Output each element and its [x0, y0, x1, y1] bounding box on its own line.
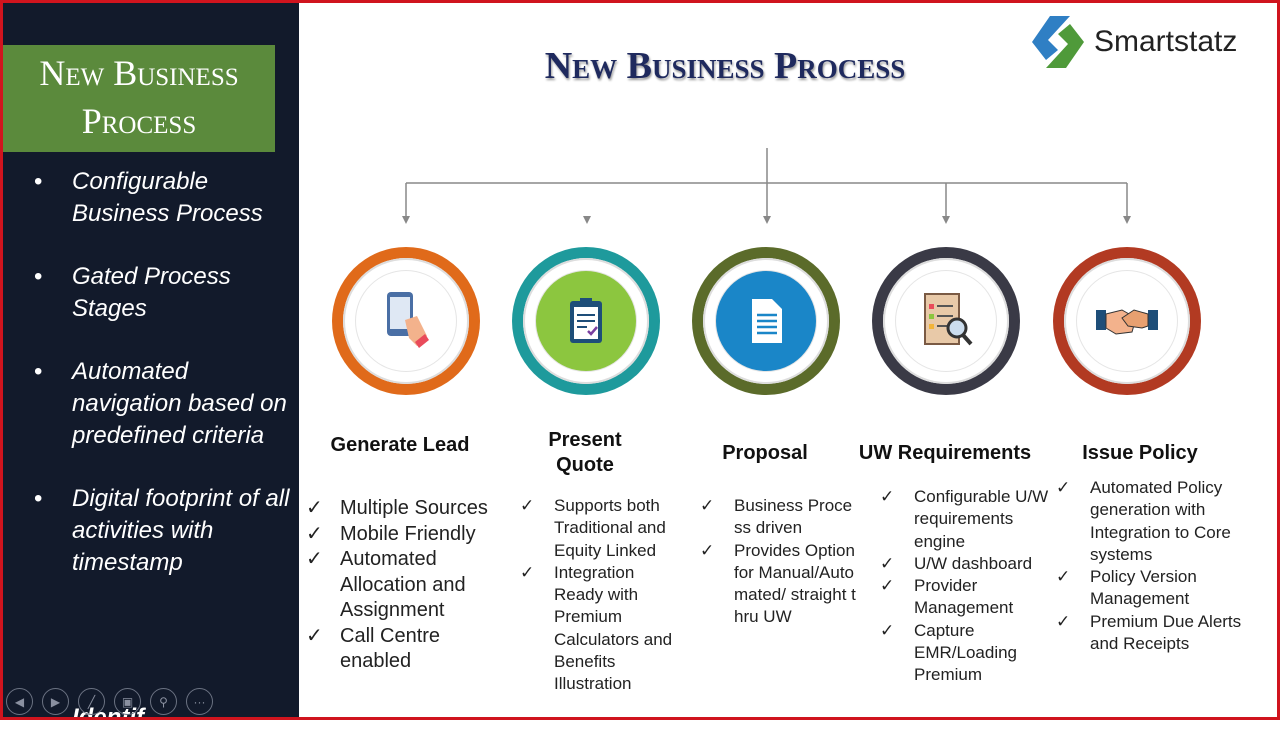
- stage-features-list: Supports both Traditional and Equity Lin…: [520, 495, 685, 696]
- stage-proposal-circle: [692, 247, 840, 395]
- stage-heading: Generate Lead: [330, 434, 470, 456]
- handshake-icon: [1096, 309, 1158, 335]
- list-item: Automated Policy generation with Integra…: [1056, 477, 1252, 566]
- document-icon: [752, 299, 782, 343]
- previous-icon[interactable]: ◀: [6, 688, 33, 715]
- list-item: Supports both Traditional and Equity Lin…: [520, 495, 685, 562]
- list-item: Integration Ready with Premium Calculato…: [520, 562, 685, 696]
- stage-features-list: Automated Policy generation with Integra…: [1056, 477, 1252, 655]
- pen-icon[interactable]: ╱: [78, 688, 105, 715]
- smartstatz-logo-icon: [1032, 16, 1084, 68]
- zoom-icon[interactable]: ⚲: [150, 688, 177, 715]
- more-icon[interactable]: ···: [186, 688, 213, 715]
- list-item: Multiple Sources: [306, 496, 496, 522]
- stage-generate-lead-circle: [332, 247, 480, 395]
- stage-uw-requirements-circle: [872, 247, 1020, 395]
- bullet: Automated navigation based on predefined…: [30, 356, 292, 452]
- slides-icon[interactable]: ▣: [114, 688, 141, 715]
- bullet: Digital footprint of all activities with…: [30, 483, 292, 579]
- stage-features-list: Business Process driven Provides Option …: [700, 495, 860, 629]
- list-item: Provides Option for Manual/Automated/ st…: [700, 540, 860, 629]
- stage-features-list: Configurable U/W requirements engine U/W…: [880, 486, 1062, 687]
- stage-issue-policy-circle: [1053, 247, 1201, 395]
- list-item: Mobile Friendly: [306, 522, 496, 548]
- stage-heading: UW Requirements: [858, 442, 1032, 464]
- clipboard-icon: [570, 298, 602, 343]
- list-item: Provider Management: [880, 575, 1062, 620]
- stage-heading: Proposal: [722, 442, 808, 464]
- stage-features-list: Multiple Sources Mobile Friendly Automat…: [306, 496, 496, 675]
- feature-bullets: Configurable Business Process Gated Proc…: [30, 166, 292, 610]
- bullet: Configurable Business Process: [30, 166, 292, 230]
- stage-heading: Present Quote: [548, 429, 622, 476]
- list-item: Configurable U/W requirements engine: [880, 486, 1062, 553]
- slideshow-controls: ◀ ▶ ╱ ▣ ⚲ ···: [6, 688, 213, 715]
- bullet: Gated Process Stages: [30, 261, 292, 325]
- list-item: U/W dashboard: [880, 553, 1062, 576]
- list-item: Business Process driven: [700, 495, 860, 540]
- list-item: Policy Version Management: [1056, 566, 1252, 611]
- stage-present-quote-circle: [512, 247, 660, 395]
- page-title: New Business Process: [544, 45, 906, 87]
- logo: Smartstatz: [1030, 14, 1237, 70]
- checklist-magnifier-icon: [924, 293, 973, 346]
- stage-heading: Issue Policy: [1082, 442, 1198, 464]
- list-item: Premium Due Alerts and Receipts: [1056, 611, 1252, 656]
- list-item: Automated Allocation and Assignment: [306, 547, 496, 624]
- mobile-touch-icon: [387, 292, 429, 348]
- next-icon[interactable]: ▶: [42, 688, 69, 715]
- list-item: Capture EMR/Loading Premium: [880, 620, 1062, 687]
- list-item: Call Centre enabled: [306, 624, 496, 675]
